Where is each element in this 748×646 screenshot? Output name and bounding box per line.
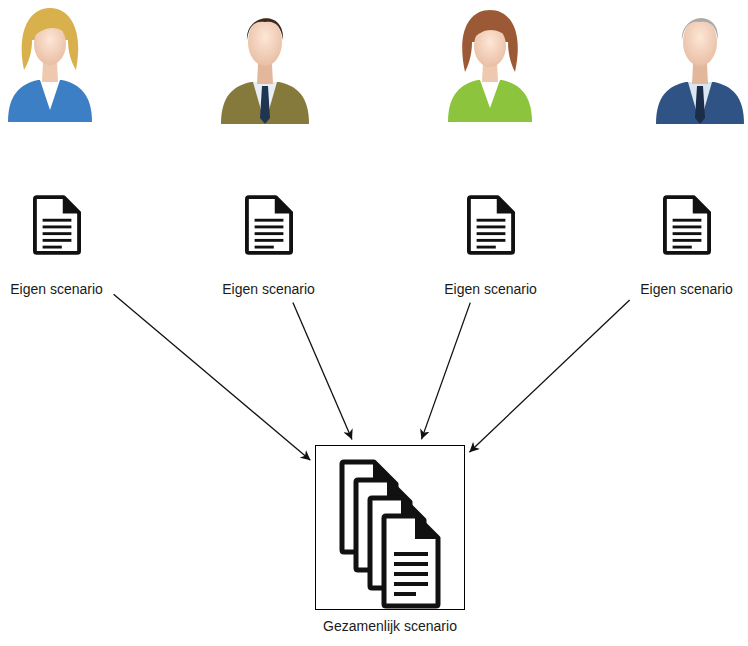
- node-label: Eigen scenario: [638, 281, 735, 297]
- shared-scenario-frame: [315, 445, 465, 610]
- shared-scenario-node: Gezamenlijk scenario: [311, 445, 469, 634]
- document-stack-icon: [316, 446, 464, 609]
- arrow-connector: [421, 303, 470, 440]
- person-avatar: [221, 18, 309, 124]
- document-icon: [467, 195, 515, 255]
- node-label: Eigen scenario: [220, 281, 317, 297]
- own-scenario-node: Eigen scenario: [4, 195, 109, 297]
- node-label: Eigen scenario: [8, 281, 105, 297]
- person-avatar: [8, 8, 92, 122]
- document-icon: [245, 195, 293, 255]
- document-icon: [33, 195, 81, 255]
- own-scenario-node: Eigen scenario: [634, 195, 739, 297]
- node-label: Gezamenlijk scenario: [321, 618, 459, 634]
- own-scenario-node: Eigen scenario: [216, 195, 321, 297]
- arrow-connector: [114, 294, 311, 460]
- document-icon: [663, 195, 711, 255]
- person-avatar: [656, 18, 744, 124]
- arrow-connector: [469, 300, 629, 452]
- person-avatar: [448, 10, 532, 122]
- arrow-connector: [293, 303, 352, 440]
- node-label: Eigen scenario: [442, 281, 539, 297]
- own-scenario-node: Eigen scenario: [438, 195, 543, 297]
